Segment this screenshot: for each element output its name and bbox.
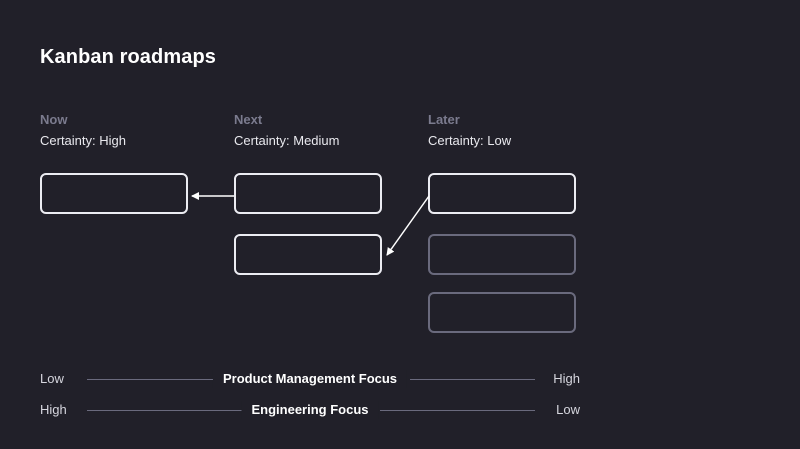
next-card-2 xyxy=(234,234,382,275)
column-now-certainty: Certainty: High xyxy=(40,133,126,148)
column-next-heading: Next xyxy=(234,112,263,127)
later-card-2 xyxy=(428,234,576,275)
scale-line-left xyxy=(87,379,251,380)
later-card-1 xyxy=(428,173,576,214)
arrow-later-to-next xyxy=(386,195,430,256)
scale-high-label: High xyxy=(40,402,67,417)
scale-line-right xyxy=(380,410,535,411)
column-later-heading: Later xyxy=(428,112,460,127)
scale-low-label: Low xyxy=(40,371,64,386)
scale-row-product-management: Low Product Management Focus High xyxy=(40,370,580,388)
scale-row-engineering: High Engineering Focus Low xyxy=(40,401,580,419)
scale-focus-label: Product Management Focus xyxy=(212,370,408,388)
column-next-certainty: Certainty: Medium xyxy=(234,133,340,148)
column-now-heading: Now xyxy=(40,112,68,127)
slide-title: Kanban roadmaps xyxy=(40,46,216,68)
later-card-3 xyxy=(428,292,576,333)
next-card-1 xyxy=(234,173,382,214)
column-later-certainty: Certainty: Low xyxy=(428,133,512,148)
scale-line-right xyxy=(410,379,535,380)
scale-low-label: Low xyxy=(556,402,580,417)
scale-high-label: High xyxy=(553,371,580,386)
scale-focus-label: Engineering Focus xyxy=(241,401,379,419)
scale-line-left xyxy=(87,410,251,411)
now-card-1 xyxy=(40,173,188,214)
